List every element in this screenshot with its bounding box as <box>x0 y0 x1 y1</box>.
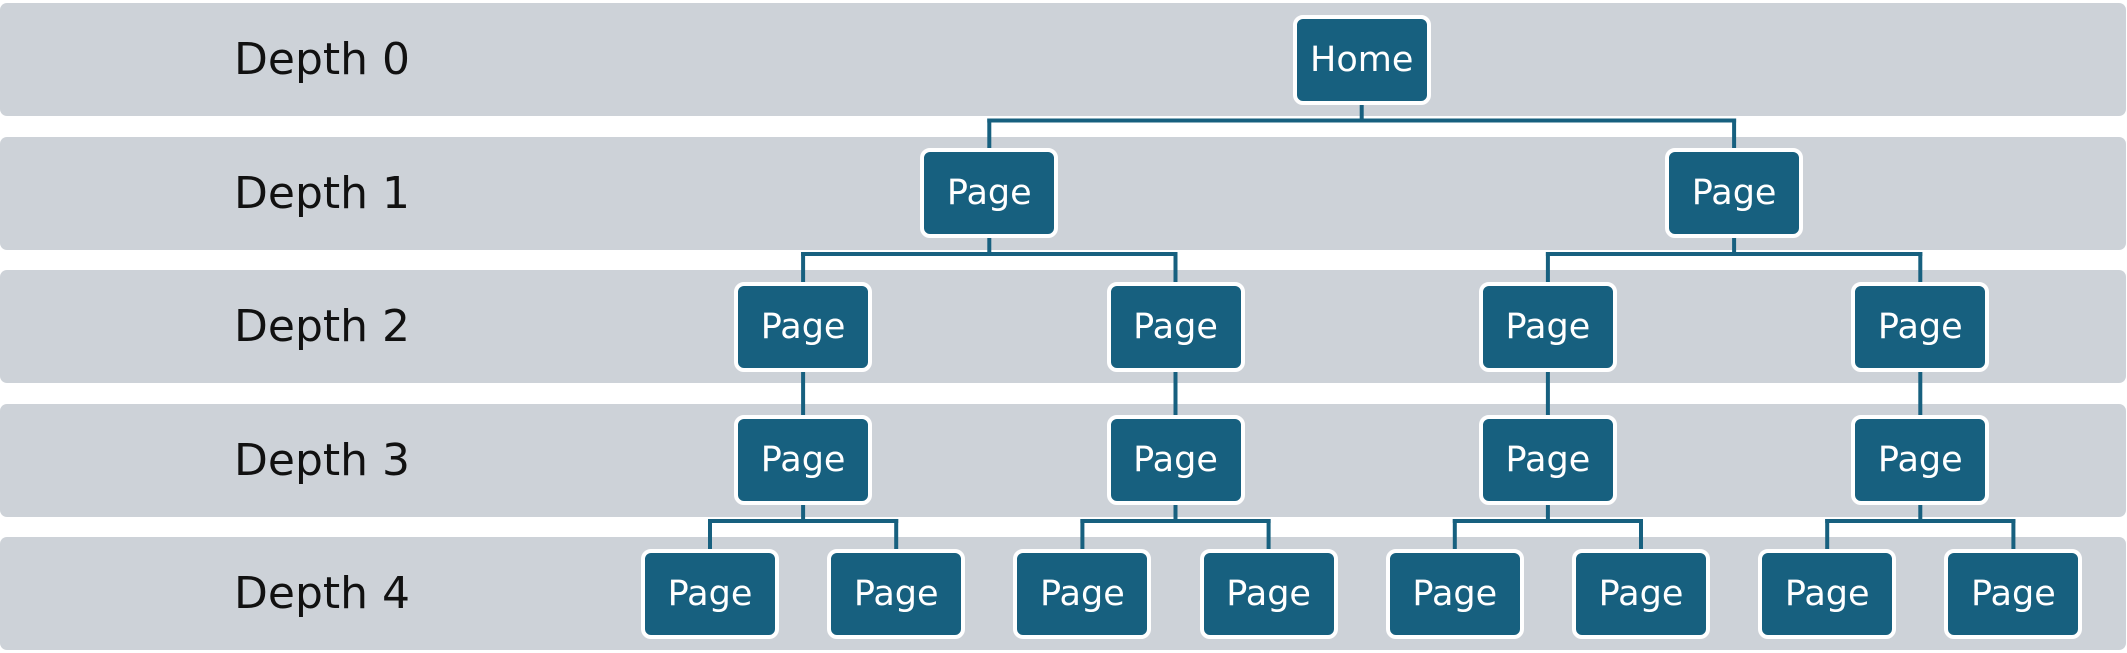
page-node: Page <box>1385 548 1524 639</box>
page-node: Page <box>1572 548 1710 639</box>
page-node: Page <box>827 548 966 639</box>
page-node: Page <box>1478 281 1617 372</box>
depth-label-0: Depth 0 <box>234 34 410 85</box>
page-node: Page <box>734 281 873 372</box>
page-node: Page <box>1665 148 1804 238</box>
depth-band-3 <box>0 403 2126 517</box>
page-node: Page <box>1851 281 1990 372</box>
page-node: Page <box>1106 281 1245 372</box>
depth-label-3: Depth 3 <box>234 434 410 486</box>
page-node: Page <box>1944 548 2083 639</box>
page-node: Page <box>1851 415 1990 505</box>
home-node: Home <box>1292 14 1431 105</box>
depth-label-2: Depth 2 <box>234 301 410 352</box>
depth-label-4: Depth 4 <box>234 568 410 619</box>
page-node: Page <box>1199 548 1338 639</box>
depth-label-1: Depth 1 <box>234 167 410 219</box>
page-node: Page <box>1478 415 1617 505</box>
page-node: Page <box>641 548 779 639</box>
page-node: Page <box>1106 415 1245 505</box>
page-node: Page <box>1013 548 1152 639</box>
depth-band-2 <box>0 270 2126 383</box>
depth-band-0 <box>0 3 2126 116</box>
page-node: Page <box>734 415 873 505</box>
page-node: Page <box>920 148 1059 238</box>
page-node: Page <box>1758 548 1897 639</box>
